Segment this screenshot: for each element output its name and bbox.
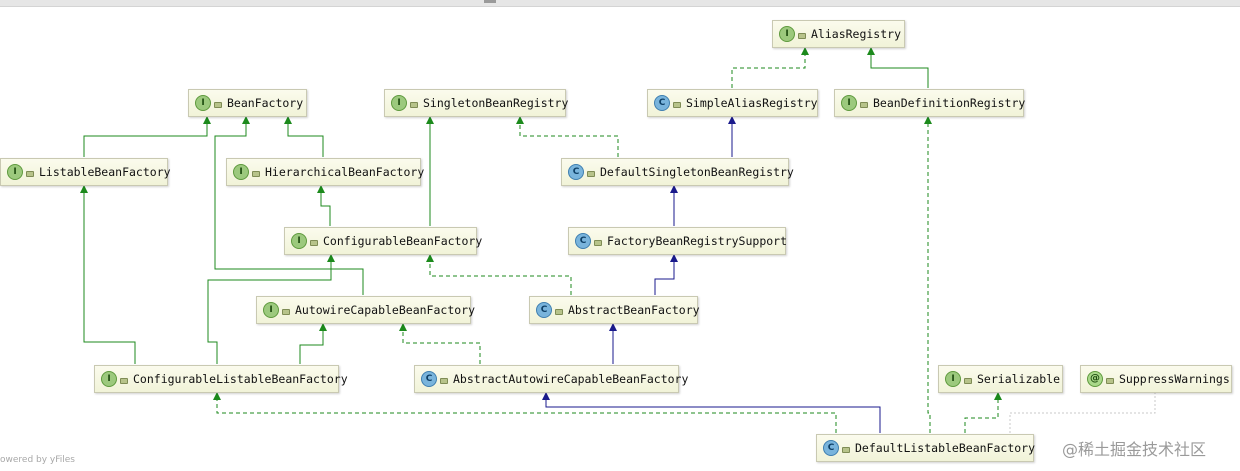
- lock-icon: [860, 102, 868, 108]
- interface-icon: I: [779, 26, 795, 42]
- node-hierarchicalbeanfactory[interactable]: I HierarchicalBeanFactory: [226, 158, 425, 186]
- lock-icon: [252, 171, 260, 177]
- lock-icon: [120, 378, 128, 384]
- annotation-icon: @: [1087, 371, 1103, 387]
- edge-defaultlistable-beandefinitionregistry: [924, 116, 932, 433]
- node-simplealiasregistry[interactable]: C SimpleAliasRegistry: [647, 89, 818, 117]
- edge-configurable-hierarchical: [317, 185, 331, 226]
- node-aliasregistry[interactable]: I AliasRegistry: [772, 20, 905, 48]
- lock-icon: [594, 240, 602, 246]
- interface-icon: I: [945, 371, 961, 387]
- edge-listable-beanfactory: [83, 116, 211, 157]
- interface-icon: I: [391, 95, 407, 111]
- edge-defaultsingleton-singletonbeanregistry: [516, 116, 619, 157]
- class-icon: C: [654, 95, 670, 111]
- node-label: SimpleAliasRegistry: [686, 96, 818, 110]
- interface-icon: I: [291, 233, 307, 249]
- node-configurablelistablebeanfactory[interactable]: I ConfigurableListableBeanFactory: [94, 365, 348, 393]
- node-label: FactoryBeanRegistrySupport: [607, 234, 788, 248]
- node-label: BeanFactory: [227, 96, 304, 110]
- edge-defaultlistable-suppresswarnings: [1009, 392, 1156, 433]
- node-beandefinitionregistry[interactable]: I BeanDefinitionRegistry: [834, 89, 1026, 117]
- node-abstractbeanfactory[interactable]: C AbstractBeanFactory: [529, 296, 700, 324]
- lock-icon: [587, 171, 595, 177]
- lock-icon: [798, 33, 806, 39]
- interface-icon: I: [101, 371, 117, 387]
- node-factorybeanregistrysupport[interactable]: C FactoryBeanRegistrySupport: [568, 227, 788, 255]
- edge-defaultlistable-configurablelistable: [213, 392, 837, 433]
- node-beanfactory[interactable]: I BeanFactory: [188, 89, 307, 117]
- lock-icon: [964, 378, 972, 384]
- abstract-class-icon: C: [536, 302, 552, 318]
- edge-configurablelistable-listable: [80, 185, 136, 364]
- watermark: @稀土掘金技术社区: [1062, 440, 1207, 459]
- node-label: ListableBeanFactory: [39, 165, 171, 179]
- lock-icon: [1106, 378, 1114, 384]
- node-label: BeanDefinitionRegistry: [873, 96, 1026, 110]
- node-abstractautowirecapablebeanfactory[interactable]: C AbstractAutowireCapableBeanFactory: [414, 365, 688, 393]
- lock-icon: [555, 309, 563, 315]
- node-label: ConfigurableListableBeanFactory: [133, 372, 348, 386]
- interface-icon: I: [233, 164, 249, 180]
- node-label: AliasRegistry: [811, 27, 902, 41]
- node-label: AutowireCapableBeanFactory: [295, 303, 476, 317]
- abstract-class-icon: C: [421, 371, 437, 387]
- node-label: Serializable: [977, 372, 1061, 386]
- lock-icon: [410, 102, 418, 108]
- edge-abstractbeanfactory-configurable: [426, 254, 572, 295]
- interface-icon: I: [195, 95, 211, 111]
- edge-beandefinitionregistry-aliasregistry: [867, 47, 929, 88]
- lock-icon: [26, 171, 34, 177]
- edge-configurablelistable-configurable: [207, 254, 335, 364]
- edge-simplealiasregistry-aliasregistry: [731, 47, 809, 88]
- interface-icon: I: [7, 164, 23, 180]
- edge-autowire-beanfactory: [214, 116, 364, 295]
- window-top-bar: [0, 0, 1240, 7]
- node-label: AbstractAutowireCapableBeanFactory: [453, 372, 689, 386]
- node-defaultsingletonbeanregistry[interactable]: C DefaultSingletonBeanRegistry: [561, 158, 794, 186]
- node-label: SingletonBeanRegistry: [423, 96, 569, 110]
- lock-icon: [214, 102, 222, 108]
- node-singletonbeanregistry[interactable]: I SingletonBeanRegistry: [384, 89, 569, 117]
- edge-abstractbeanfactory-factorybeanregistrysupport: [654, 254, 678, 295]
- node-label: SuppressWarnings: [1119, 372, 1230, 386]
- lock-icon: [673, 102, 681, 108]
- edge-configurablelistable-autowire: [299, 323, 327, 364]
- edge-abstractautowire-autowire: [399, 323, 481, 364]
- node-label: DefaultListableBeanFactory: [855, 441, 1036, 455]
- footer-credit: owered by yFiles: [0, 455, 75, 465]
- class-icon: C: [823, 440, 839, 456]
- lock-icon: [282, 309, 290, 315]
- node-configurablebeanfactory[interactable]: I ConfigurableBeanFactory: [284, 227, 482, 255]
- interface-icon: I: [263, 302, 279, 318]
- node-label: DefaultSingletonBeanRegistry: [600, 165, 794, 179]
- resize-handle[interactable]: [484, 0, 496, 3]
- edge-defaultlistable-serializable: [964, 392, 1002, 433]
- node-autowirecapablebeanfactory[interactable]: I AutowireCapableBeanFactory: [256, 296, 475, 324]
- node-label: AbstractBeanFactory: [568, 303, 700, 317]
- node-label: ConfigurableBeanFactory: [323, 234, 483, 248]
- edge-hierarchical-beanfactory: [284, 116, 324, 157]
- class-icon: C: [568, 164, 584, 180]
- lock-icon: [310, 240, 318, 246]
- interface-icon: I: [841, 95, 857, 111]
- class-icon: C: [575, 233, 591, 249]
- lock-icon: [440, 378, 448, 384]
- node-serializable[interactable]: I Serializable: [938, 365, 1063, 393]
- edge-defaultlistable-abstractautowire: [542, 392, 881, 433]
- node-label: HierarchicalBeanFactory: [265, 165, 425, 179]
- lock-icon: [842, 447, 850, 453]
- node-defaultlistablebeanfactory[interactable]: C DefaultListableBeanFactory: [816, 434, 1036, 462]
- node-listablebeanfactory[interactable]: I ListableBeanFactory: [0, 158, 171, 186]
- node-suppresswarnings[interactable]: @ SuppressWarnings: [1080, 365, 1232, 393]
